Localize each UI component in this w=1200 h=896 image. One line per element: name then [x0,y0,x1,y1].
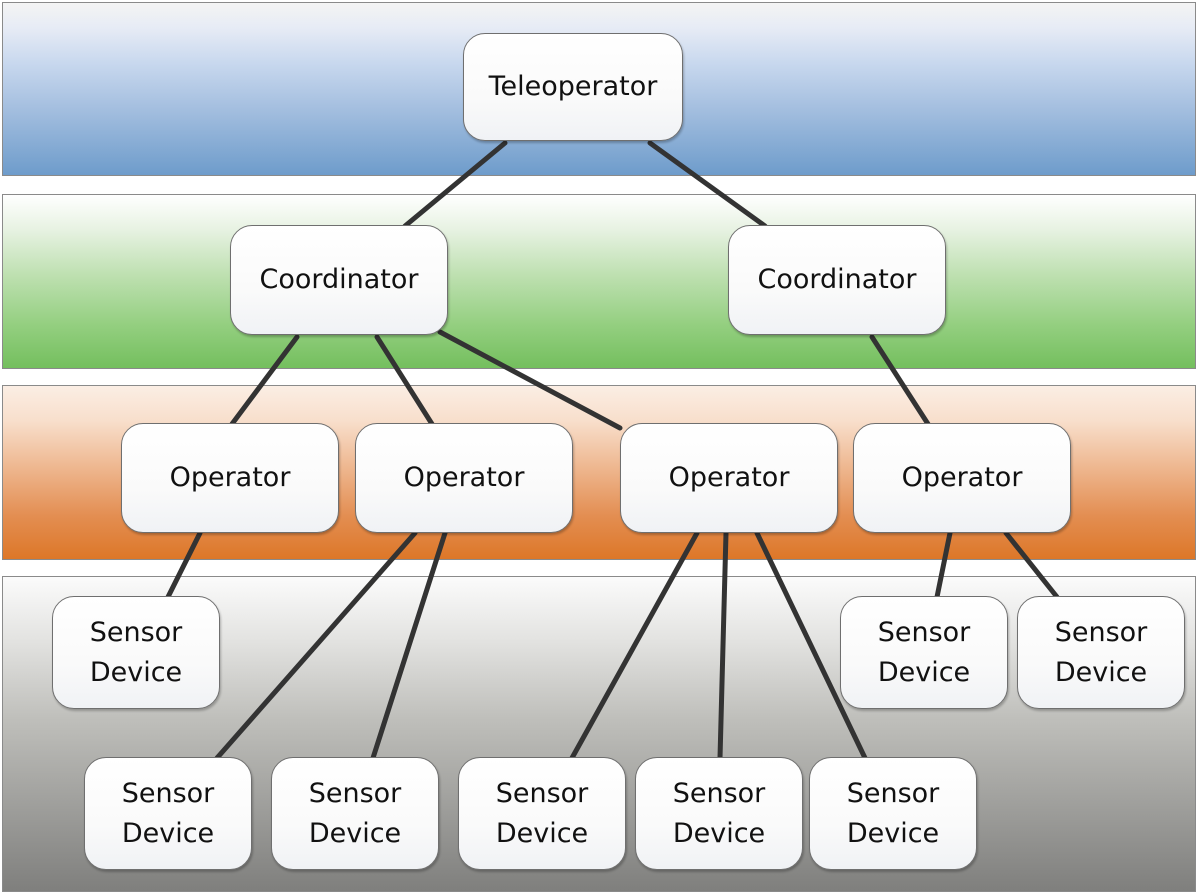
node-label: Sensor Device [121,777,215,849]
sensor-device-node[interactable]: Sensor Device [635,757,803,870]
edge-coordinator-1-operator-2 [374,334,435,427]
layer-coordinator-band [2,194,1196,369]
edge-coordinator-1-operator-3 [437,329,623,431]
sensor-device-node[interactable]: Sensor Device [52,596,220,709]
edge-operator-2-sensor-3 [370,530,448,761]
sensor-device-node[interactable]: Sensor Device [840,596,1008,709]
node-label: Sensor Device [846,777,940,849]
teleoperator-node[interactable]: Teleoperator [463,33,683,141]
node-label: Teleoperator [488,71,658,102]
edge-coordinator-1-operator-1 [229,334,300,427]
edge-teleoperator-coordinator-2 [647,140,768,229]
edge-operator-3-sensor-5 [717,530,729,761]
operator-node[interactable]: Operator [355,423,573,533]
node-label: Sensor Device [89,616,183,688]
node-label: Operator [403,462,525,493]
node-label: Sensor Device [495,777,589,849]
node-label: Coordinator [757,264,917,295]
sensor-device-node[interactable]: Sensor Device [458,757,626,870]
node-label: Sensor Device [1054,616,1148,688]
edge-operator-1-sensor-1 [165,530,203,600]
sensor-device-node[interactable]: Sensor Device [271,757,439,870]
edge-operator-2-sensor-2 [214,530,418,761]
edge-operator-3-sensor-6 [754,530,868,761]
node-label: Operator [169,462,291,493]
edge-coordinator-2-operator-4 [869,334,931,427]
sensor-device-node[interactable]: Sensor Device [1017,596,1185,709]
node-label: Operator [668,462,790,493]
node-label: Operator [901,462,1023,493]
operator-node[interactable]: Operator [121,423,339,533]
edge-teleoperator-coordinator-1 [402,140,508,229]
node-label: Sensor Device [672,777,766,849]
sensor-device-node[interactable]: Sensor Device [84,757,252,870]
coordinator-node[interactable]: Coordinator [230,225,448,335]
operator-node[interactable]: Operator [620,423,838,533]
node-label: Sensor Device [877,616,971,688]
edge-operator-3-sensor-4 [569,530,700,761]
edge-operator-4-sensor-8 [1003,530,1060,600]
operator-node[interactable]: Operator [853,423,1071,533]
edge-operator-4-sensor-7 [934,530,953,600]
coordinator-node[interactable]: Coordinator [728,225,946,335]
node-label: Coordinator [259,264,419,295]
node-label: Sensor Device [308,777,402,849]
sensor-device-node[interactable]: Sensor Device [809,757,977,870]
